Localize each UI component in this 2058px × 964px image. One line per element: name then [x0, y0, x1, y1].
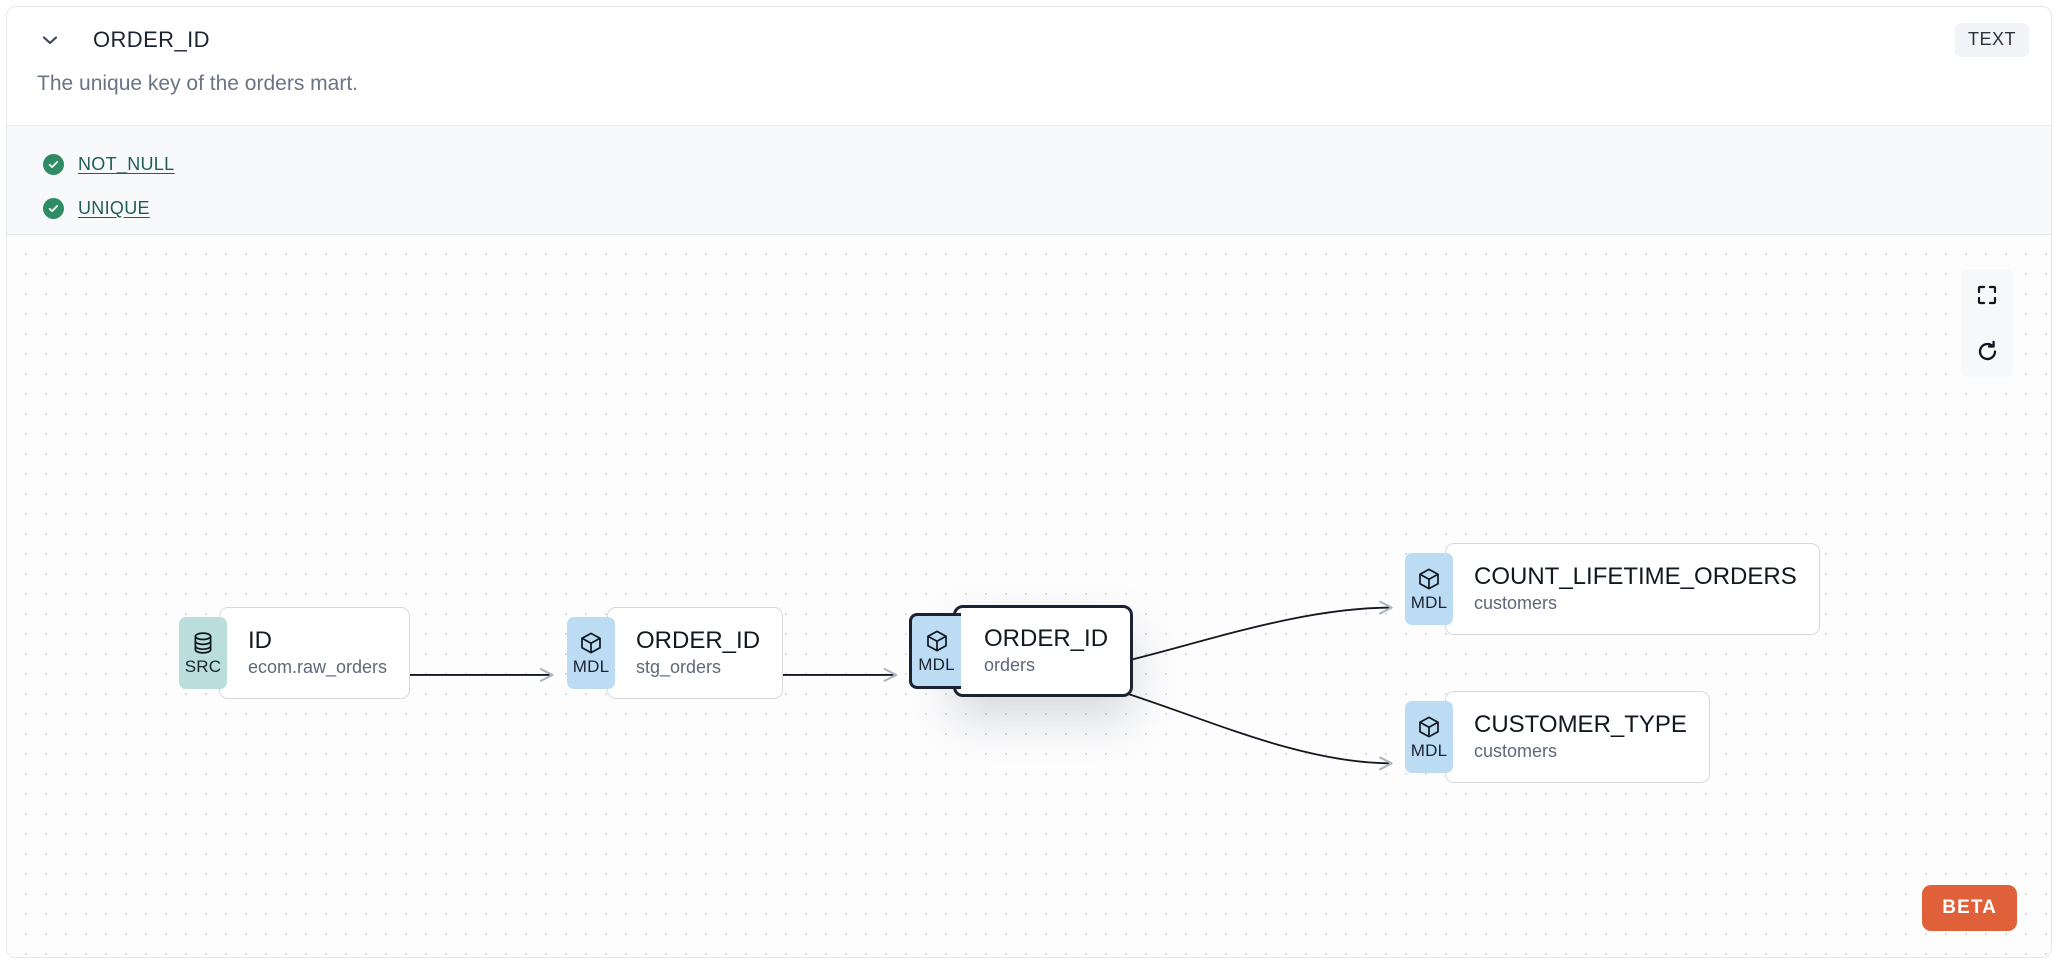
node-subtitle: orders — [984, 655, 1036, 676]
node-subtitle: customers — [1474, 741, 1558, 762]
column-type-badge: TEXT — [1954, 23, 2029, 57]
node-card[interactable]: COUNT_LIFETIME_ORDERS customers — [1445, 543, 1820, 635]
fullscreen-icon — [1976, 284, 1998, 306]
graph-controls — [1961, 269, 2013, 377]
column-header: ORDER_ID TEXT — [7, 7, 2051, 73]
node-card[interactable]: ORDER_ID orders — [953, 605, 1134, 697]
node-title: ORDER_ID — [636, 627, 761, 655]
database-icon — [192, 631, 214, 655]
lineage-node-orders-order-id[interactable]: MDL ORDER_ID orders — [909, 605, 1134, 697]
node-badge-mdl: MDL — [909, 613, 961, 689]
tests-section: NOT_NULL UNIQUE — [7, 125, 2051, 235]
lineage-graph[interactable]: SRC ID ecom.raw_orders MDL ORDE — [7, 235, 2051, 957]
node-badge-mdl: MDL — [1405, 553, 1453, 625]
node-badge-label: MDL — [1410, 593, 1448, 612]
test-link-unique[interactable]: UNIQUE — [78, 197, 150, 218]
chevron-down-icon[interactable] — [37, 27, 63, 53]
node-badge-mdl: MDL — [567, 617, 615, 689]
node-card[interactable]: ID ecom.raw_orders — [219, 607, 411, 699]
column-description-text: The unique key of the orders mart. — [37, 72, 358, 95]
cube-icon — [579, 631, 603, 655]
node-title: ORDER_ID — [984, 625, 1109, 653]
node-badge-label: MDL — [572, 657, 610, 676]
node-subtitle: ecom.raw_orders — [248, 657, 388, 678]
reset-button[interactable] — [1961, 325, 2013, 377]
page-title: ORDER_ID — [93, 27, 210, 52]
node-card[interactable]: ORDER_ID stg_orders — [607, 607, 784, 699]
node-badge-label: SRC — [184, 657, 222, 676]
cube-icon — [1417, 715, 1441, 739]
node-badge-src: SRC — [179, 617, 227, 689]
node-badge-label: MDL — [918, 655, 955, 674]
test-link-not-null[interactable]: NOT_NULL — [78, 153, 175, 174]
test-row: NOT_NULL — [43, 142, 2051, 186]
check-circle-icon — [43, 153, 64, 175]
cube-icon — [1417, 567, 1441, 591]
node-title: COUNT_LIFETIME_ORDERS — [1474, 563, 1797, 591]
lineage-node-src-id[interactable]: SRC ID ecom.raw_orders — [179, 607, 411, 699]
node-badge-mdl: MDL — [1405, 701, 1453, 773]
refresh-icon — [1976, 340, 1999, 363]
column-description: The unique key of the orders mart. — [7, 73, 2051, 125]
node-title: CUSTOMER_TYPE — [1474, 711, 1687, 739]
check-circle-icon — [43, 197, 64, 219]
lineage-node-customer-type[interactable]: MDL CUSTOMER_TYPE customers — [1405, 691, 1710, 783]
cube-icon — [925, 629, 949, 653]
beta-badge[interactable]: BETA — [1922, 885, 2017, 931]
lineage-node-count-lifetime-orders[interactable]: MDL COUNT_LIFETIME_ORDERS customers — [1405, 543, 1820, 635]
node-badge-label: MDL — [1410, 741, 1448, 760]
node-subtitle: stg_orders — [636, 657, 722, 678]
node-subtitle: customers — [1474, 593, 1558, 614]
column-detail-panel: ORDER_ID TEXT The unique key of the orde… — [6, 6, 2052, 958]
lineage-node-stg-order-id[interactable]: MDL ORDER_ID stg_orders — [567, 607, 784, 699]
fit-view-button[interactable] — [1961, 269, 2013, 321]
node-card[interactable]: CUSTOMER_TYPE customers — [1445, 691, 1710, 783]
node-title: ID — [248, 627, 272, 655]
test-row: UNIQUE — [43, 186, 2051, 230]
